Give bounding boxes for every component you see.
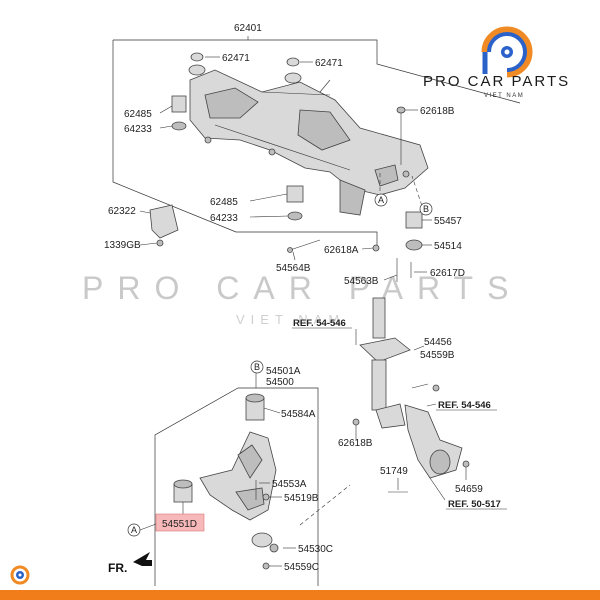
label-54559B: 54559B	[420, 350, 455, 361]
label-62471-left: 62471	[222, 53, 250, 64]
brand-sub: VIET NAM	[484, 93, 524, 99]
brand-mini-logo	[10, 565, 30, 585]
brand-logo-icon	[481, 26, 533, 78]
bushing-62471-left	[188, 52, 206, 76]
label-54553A: 54553A	[272, 479, 307, 490]
marker-a-upper: A	[378, 195, 384, 205]
bolt-62618B-top	[396, 106, 406, 165]
label-62618B-lower: 62618B	[338, 438, 373, 449]
nut-54559C	[262, 562, 270, 570]
label-64233-left: 64233	[124, 124, 152, 135]
bushing-62471-right	[284, 57, 302, 84]
label-54563B: 54563B	[344, 276, 379, 287]
brand-logo: PRO CAR PARTS VIET NAM	[423, 26, 570, 99]
bolt-54559B	[411, 383, 429, 389]
label-54559C: 54559C	[284, 562, 319, 573]
front-label: FR.	[108, 561, 127, 575]
label-1339GB: 1339GB	[104, 240, 141, 251]
bushing-54551D	[173, 479, 193, 503]
lower-control-arm	[199, 431, 277, 521]
footer-bar	[0, 590, 600, 600]
bushing-62485-left	[171, 95, 187, 131]
front-direction-indicator: FR.	[108, 552, 152, 575]
lower-arm-group: 54551D B A 54501A 54500 54584A 54553A 54…	[127, 360, 333, 586]
brand-name: PRO CAR PARTS	[423, 73, 570, 90]
label-54500: 54500	[266, 377, 294, 388]
steering-knuckle	[404, 404, 463, 479]
label-62471-right: 62471	[315, 58, 343, 69]
nut-54519B	[262, 493, 270, 501]
label-54530C: 54530C	[298, 544, 333, 555]
bushing-54584A	[245, 393, 265, 421]
label-62485-left: 62485	[124, 109, 152, 120]
bushing-55457	[405, 211, 423, 251]
label-51749: 51749	[380, 466, 408, 477]
label-54519B: 54519B	[284, 493, 319, 504]
label-54514: 54514	[434, 241, 462, 252]
label-64233-center: 64233	[210, 213, 238, 224]
label-62618A: 62618A	[324, 245, 359, 256]
label-54501A: 54501A	[266, 366, 301, 377]
label-54584A: 54584A	[281, 409, 316, 420]
strut-assembly	[359, 297, 411, 429]
strut-knuckle-group: REF. 54-546 54456 54559B REF. 54-546 626…	[292, 297, 507, 526]
marker-a-lower: A	[131, 525, 137, 535]
label-54659: 54659	[455, 484, 483, 495]
subframe-group: A B 62401 62471 62471 62485 64233 62618B…	[104, 23, 521, 287]
nut-54659	[462, 460, 470, 468]
watermark-text: PRO CAR PARTS	[82, 270, 522, 306]
label-54564B: 54564B	[276, 263, 311, 274]
label-ref-54-546-lower: REF. 54-546	[438, 400, 491, 411]
label-62322: 62322	[108, 206, 136, 217]
label-62618B-top: 62618B	[420, 106, 455, 117]
bushing-62485-center	[286, 185, 304, 221]
label-54551D: 54551D	[162, 519, 197, 530]
bolt-62618A	[372, 244, 380, 252]
nut-54456	[432, 384, 440, 392]
label-ref-50-517: REF. 50-517	[448, 499, 501, 510]
marker-b-lower: B	[254, 362, 260, 372]
ball-joint-54530C	[251, 532, 279, 553]
label-62485-center: 62485	[210, 197, 238, 208]
label-62401: 62401	[234, 23, 262, 34]
highlight-box	[155, 513, 205, 532]
label-62617D: 62617D	[430, 268, 465, 279]
crossmember	[189, 69, 429, 216]
bracket-62322	[149, 204, 179, 247]
marker-b-upper: B	[423, 204, 429, 214]
bolt-54564B	[287, 239, 321, 253]
arrow-icon	[133, 552, 152, 566]
watermark-subtext: VIET NAM	[236, 312, 345, 327]
label-54456: 54456	[424, 337, 452, 348]
label-55457: 55457	[434, 216, 462, 227]
bolt-62618B-lower	[352, 418, 360, 426]
label-ref-54-546-upper: REF. 54-546	[293, 318, 346, 329]
